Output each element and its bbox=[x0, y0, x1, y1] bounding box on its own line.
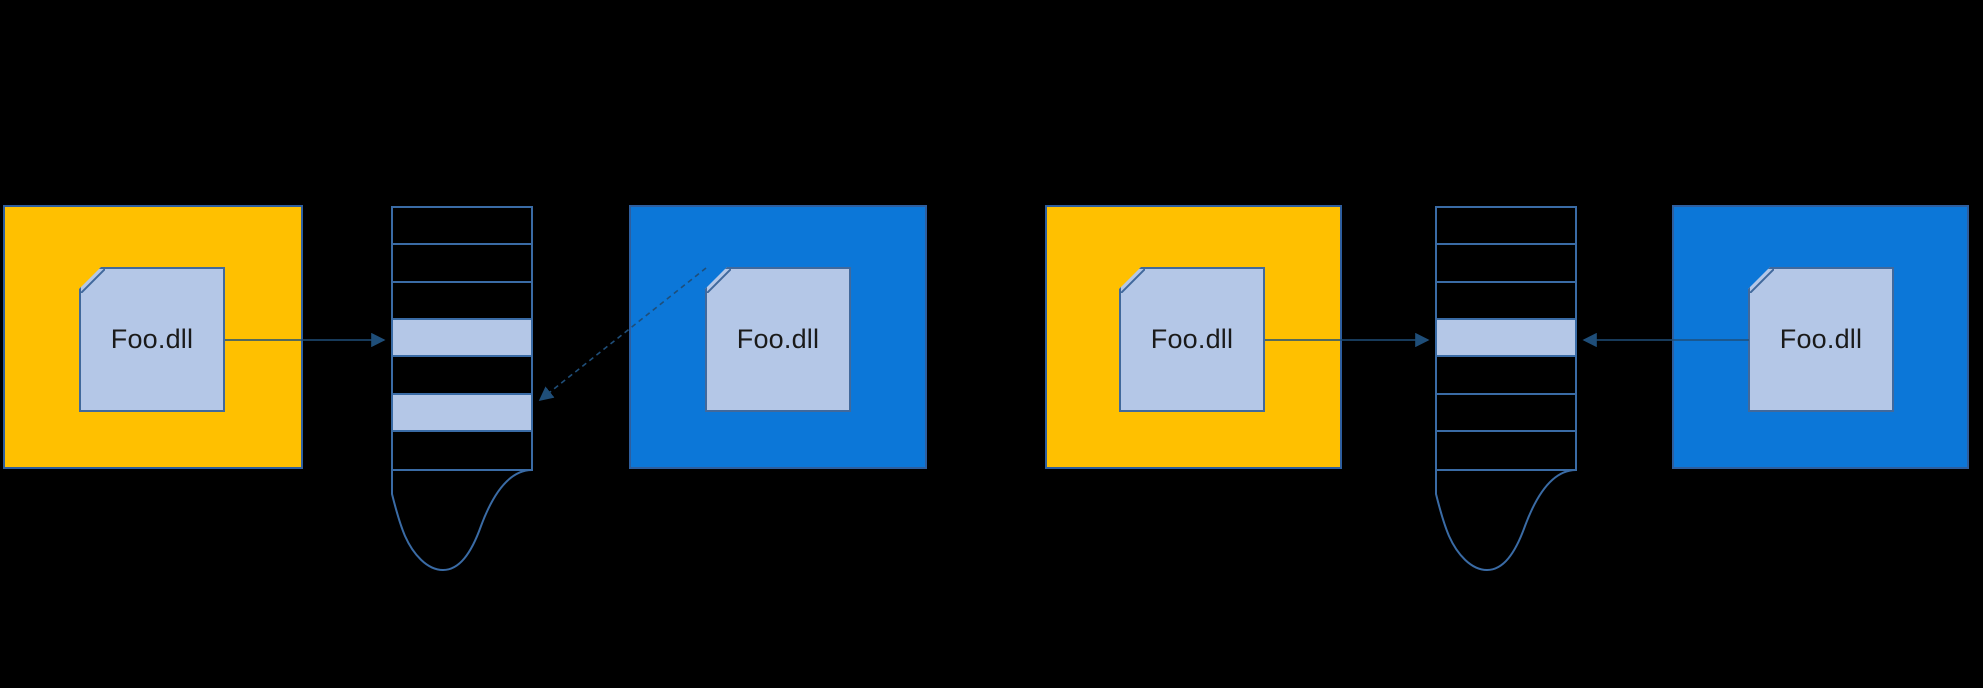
document-label: Foo.dll bbox=[1150, 324, 1234, 354]
document-icon-foo-dll-blue-right[interactable]: Foo.dll bbox=[1748, 267, 1894, 412]
memory-column-svg bbox=[391, 206, 533, 572]
memory-column-outline bbox=[1435, 206, 1577, 572]
memory-cell-highlight-3 bbox=[1436, 319, 1576, 356]
document-icon-foo-dll-blue-left[interactable]: Foo.dll bbox=[705, 267, 851, 412]
document-label: Foo.dll bbox=[110, 324, 194, 354]
document-icon-foo-dll-yellow-right[interactable]: Foo.dll bbox=[1119, 267, 1265, 412]
memory-column-svg bbox=[1435, 206, 1577, 572]
memory-column-right[interactable] bbox=[1435, 206, 1577, 578]
document-label: Foo.dll bbox=[1779, 324, 1863, 354]
memory-cell-highlight-5 bbox=[392, 394, 532, 431]
memory-column-outline bbox=[391, 206, 533, 572]
memory-cell-highlight-3 bbox=[392, 319, 532, 356]
document-icon-foo-dll-yellow-left[interactable]: Foo.dll bbox=[79, 267, 225, 412]
memory-column-left[interactable] bbox=[391, 206, 533, 578]
document-label: Foo.dll bbox=[736, 324, 820, 354]
